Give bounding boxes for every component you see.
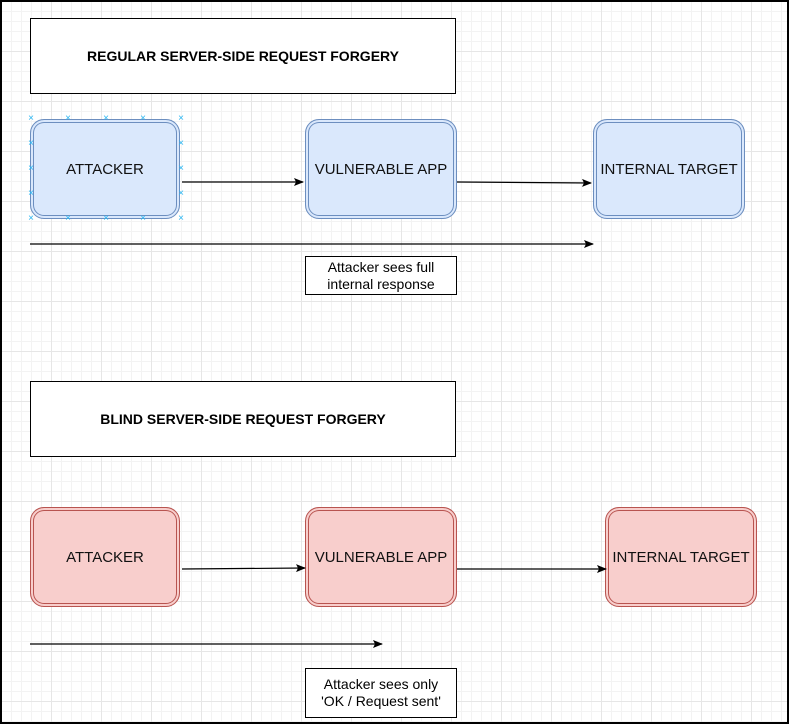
x-handle-icon[interactable]: × bbox=[28, 188, 34, 199]
regular-note-line-2: internal response bbox=[327, 275, 435, 292]
blind-response-note[interactable]: Attacker sees only 'OK / Request sent' bbox=[305, 668, 457, 718]
blind-ssrf-title-text: BLIND SERVER-SIDE REQUEST FORGERY bbox=[100, 411, 386, 427]
x-handle-icon[interactable]: × bbox=[178, 138, 184, 149]
x-handle-icon[interactable]: × bbox=[103, 213, 109, 224]
regular-internal-target-label: INTERNAL TARGET bbox=[600, 160, 738, 178]
regular-note-line-1: Attacker sees full bbox=[327, 258, 435, 275]
x-handle-icon[interactable]: × bbox=[140, 213, 146, 224]
blind-vulnerable-app-node[interactable]: VULNERABLE APP bbox=[305, 507, 457, 607]
regular-attacker-label: ATTACKER bbox=[66, 160, 144, 178]
x-handle-icon[interactable]: × bbox=[28, 163, 34, 174]
blind-note-line-1: Attacker sees only bbox=[323, 676, 439, 692]
blind-note-line-2: 'OK / Request sent' bbox=[321, 693, 441, 709]
x-handle-icon[interactable]: × bbox=[103, 113, 109, 124]
blind-internal-target-node[interactable]: INTERNAL TARGET bbox=[605, 507, 757, 607]
blind-attacker-label: ATTACKER bbox=[66, 548, 144, 566]
blind-internal-target-label: INTERNAL TARGET bbox=[612, 548, 750, 566]
regular-internal-target-node[interactable]: INTERNAL TARGET bbox=[593, 119, 745, 219]
x-handle-icon[interactable]: × bbox=[140, 113, 146, 124]
x-handle-icon[interactable]: × bbox=[28, 138, 34, 149]
x-handle-icon[interactable]: × bbox=[65, 113, 71, 124]
x-handle-icon[interactable]: × bbox=[28, 213, 34, 224]
regular-response-note[interactable]: Attacker sees full internal response bbox=[305, 256, 457, 295]
regular-attacker-node[interactable]: ATTACKER bbox=[30, 119, 180, 219]
blind-vulnerable-app-label: VULNERABLE APP bbox=[314, 548, 448, 566]
blind-attacker-to-app-arrow[interactable] bbox=[181, 564, 306, 573]
x-handle-icon[interactable]: × bbox=[178, 163, 184, 174]
regular-vulnerable-app-node[interactable]: VULNERABLE APP bbox=[305, 119, 457, 219]
regular-ssrf-title[interactable]: REGULAR SERVER-SIDE REQUEST FORGERY bbox=[30, 18, 456, 94]
x-handle-icon[interactable]: × bbox=[65, 213, 71, 224]
regular-app-to-target-arrow[interactable] bbox=[456, 178, 592, 187]
x-handle-icon[interactable]: × bbox=[178, 213, 184, 224]
regular-vulnerable-app-label: VULNERABLE APP bbox=[314, 160, 448, 178]
x-handle-icon[interactable]: × bbox=[178, 188, 184, 199]
x-handle-icon[interactable]: × bbox=[28, 113, 34, 124]
blind-attacker-node[interactable]: ATTACKER bbox=[30, 507, 180, 607]
x-handle-icon[interactable]: × bbox=[178, 113, 184, 124]
regular-ssrf-title-text: REGULAR SERVER-SIDE REQUEST FORGERY bbox=[87, 48, 399, 64]
blind-ssrf-title[interactable]: BLIND SERVER-SIDE REQUEST FORGERY bbox=[30, 381, 456, 457]
